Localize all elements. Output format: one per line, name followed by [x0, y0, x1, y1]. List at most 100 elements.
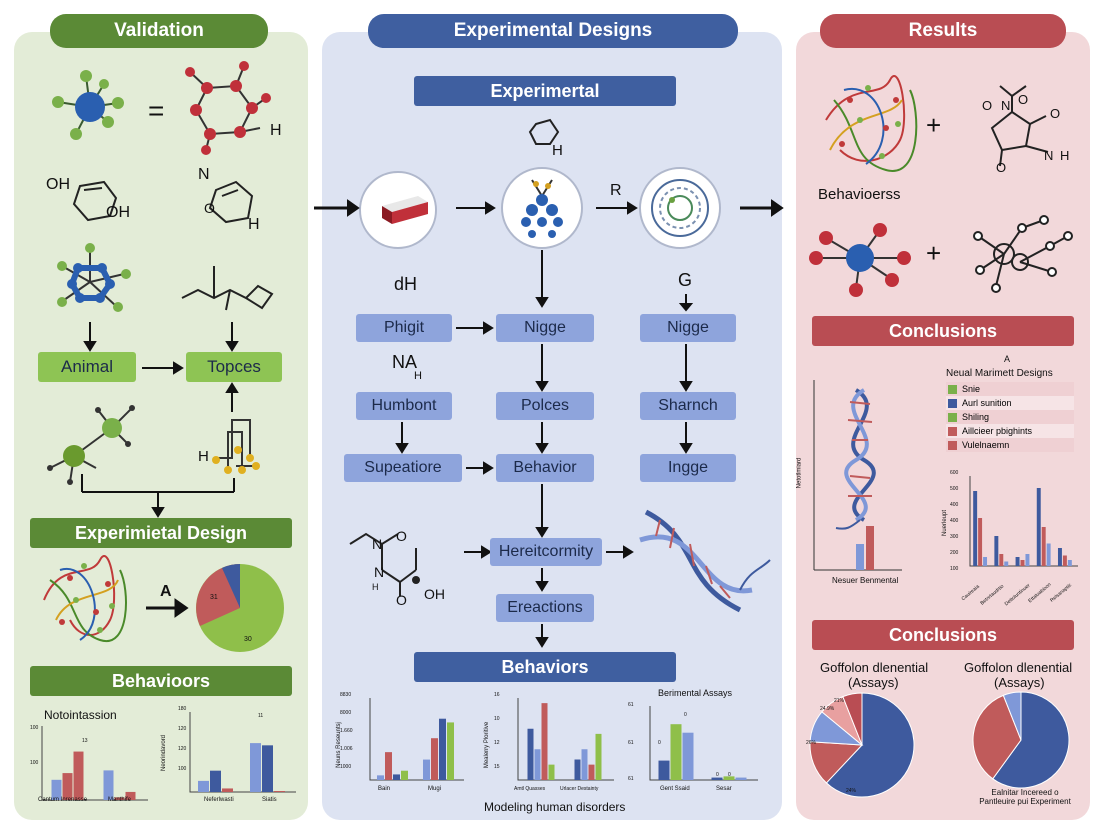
protein-circle	[501, 167, 583, 249]
chart-bar	[541, 703, 548, 780]
chart2-value: 11	[258, 713, 264, 719]
pie1-label: 26%	[806, 740, 817, 746]
chart4-ytick: 16	[494, 692, 500, 698]
chart-bar	[682, 732, 694, 780]
chart4-ylabel: Mealerry Ploritive	[484, 721, 491, 769]
h2-label: H	[248, 216, 260, 233]
validation-header: Validation	[50, 14, 268, 48]
chart2-ytick: 100	[178, 766, 187, 772]
chart5-xlabel: Sesar	[716, 786, 732, 792]
arrow-label-a: A	[160, 583, 172, 600]
bar-chart-1	[41, 726, 148, 801]
plus-sign-1: +	[926, 110, 942, 140]
mol-n-label: N	[372, 536, 383, 552]
legend-label: Vulelnaemn	[962, 440, 1010, 450]
mol-h-label: H	[372, 582, 379, 592]
legend-label: Aurl sunition	[962, 398, 1012, 408]
chart2-xlabel: Siatis	[262, 797, 277, 803]
pyran-icon	[72, 180, 118, 222]
protein-structure-icon	[521, 179, 563, 238]
chart-bar	[431, 738, 438, 780]
chart-bar	[658, 760, 670, 780]
chart3-ytick: 8000	[340, 710, 352, 716]
pie-label-a: 31	[210, 594, 218, 601]
chart6-ytick: 400	[950, 502, 959, 508]
branching-structure-icon	[214, 419, 258, 470]
chart-bar	[994, 536, 999, 566]
chart3-ytick: 1000	[340, 764, 352, 770]
equals-sign: =	[148, 95, 165, 126]
legend-swatch	[948, 412, 957, 422]
chart-bar	[581, 749, 588, 780]
middle-diagram-graphics	[314, 118, 784, 648]
chart-bar	[423, 759, 430, 780]
bar-chart-2	[189, 712, 296, 793]
nitro-ring-icon	[990, 85, 1049, 167]
pie-slice	[992, 691, 1070, 789]
legend-a-label: A	[1004, 354, 1011, 364]
chart-bar	[1025, 554, 1030, 566]
hexagon-ring-icon	[528, 118, 560, 145]
molecule-icon	[52, 70, 124, 140]
chart5-value: 0	[716, 772, 719, 778]
chart-bar	[401, 770, 408, 780]
chart2-xlabel: Neferlwasti	[204, 797, 234, 803]
ingge-box: Ingge	[640, 454, 736, 482]
chart1-xlabel: Cantum Inrenasse	[38, 797, 88, 803]
chart-bar	[377, 775, 384, 780]
chart-bar	[548, 764, 555, 780]
legend-label: Aillcieer pbighints	[962, 426, 1033, 436]
top-h-label: H	[552, 142, 563, 159]
plus-sign-2: +	[926, 238, 942, 268]
chart3-xlabel: Mugi	[428, 786, 442, 792]
chart-bar	[534, 749, 541, 780]
pyridine-icon	[208, 180, 254, 224]
experimental-design-header: Experimietal Design	[30, 518, 292, 548]
pie2-subtitle: (Assays)	[994, 675, 1045, 690]
legend-swatch	[948, 440, 957, 450]
chart5-value: 0	[684, 712, 687, 718]
chart1-value: 13	[82, 738, 88, 744]
behavior-box: Behavior	[496, 454, 594, 482]
chart4-ytick: 10	[494, 716, 500, 722]
chart6-ytick: 200	[950, 550, 959, 556]
conclusions-header-1: Conclusions	[812, 316, 1074, 346]
amine-structure-icon	[349, 532, 417, 596]
mol-n-label: N	[1001, 98, 1011, 113]
hereitcormity-box: Hereitcormity	[490, 538, 602, 566]
chart-bar	[1046, 543, 1051, 566]
chart-bar	[447, 722, 454, 780]
experimental-subheader: Experimertal	[414, 76, 676, 106]
r-label: R	[610, 182, 622, 199]
dna-ylabel: Netotlmiard	[796, 457, 803, 489]
mol-n-label-2: N	[374, 564, 385, 580]
chart1-title: Notointassion	[44, 708, 117, 722]
mol-o-label: O	[396, 528, 407, 544]
na-h-label: H	[414, 370, 422, 382]
pie-chart-2	[972, 691, 1070, 789]
chart1-ytick: 100	[30, 760, 39, 766]
pie1-subtitle: (Assays)	[848, 675, 899, 690]
chart-bar	[439, 718, 446, 780]
pie-slice	[972, 694, 1022, 780]
o-left-label: O	[204, 200, 215, 216]
chart5-ytick: 61	[628, 702, 634, 708]
chart2-ytick: 120	[178, 746, 187, 752]
chart-bar	[574, 759, 581, 780]
molecule-h-label: H	[270, 122, 282, 139]
chart4-xlabel: Urlacer Destainty	[560, 786, 599, 792]
chart-axis	[189, 712, 296, 793]
right-diagram-graphics	[809, 75, 1073, 571]
bar-chart-4	[517, 698, 614, 781]
polces-box: Polces	[496, 392, 594, 420]
topces-box: Topces	[186, 352, 282, 382]
n-top-label: N	[198, 166, 210, 183]
chart-bar	[125, 791, 136, 800]
ereactions-box: Ereactions	[496, 594, 594, 622]
pie-slice	[825, 692, 915, 798]
chart-bar	[222, 788, 233, 792]
chart6-ylabel: Nuerleupt	[942, 509, 949, 537]
sharnch-box: Sharnch	[640, 392, 736, 420]
chart-bar	[723, 776, 735, 780]
